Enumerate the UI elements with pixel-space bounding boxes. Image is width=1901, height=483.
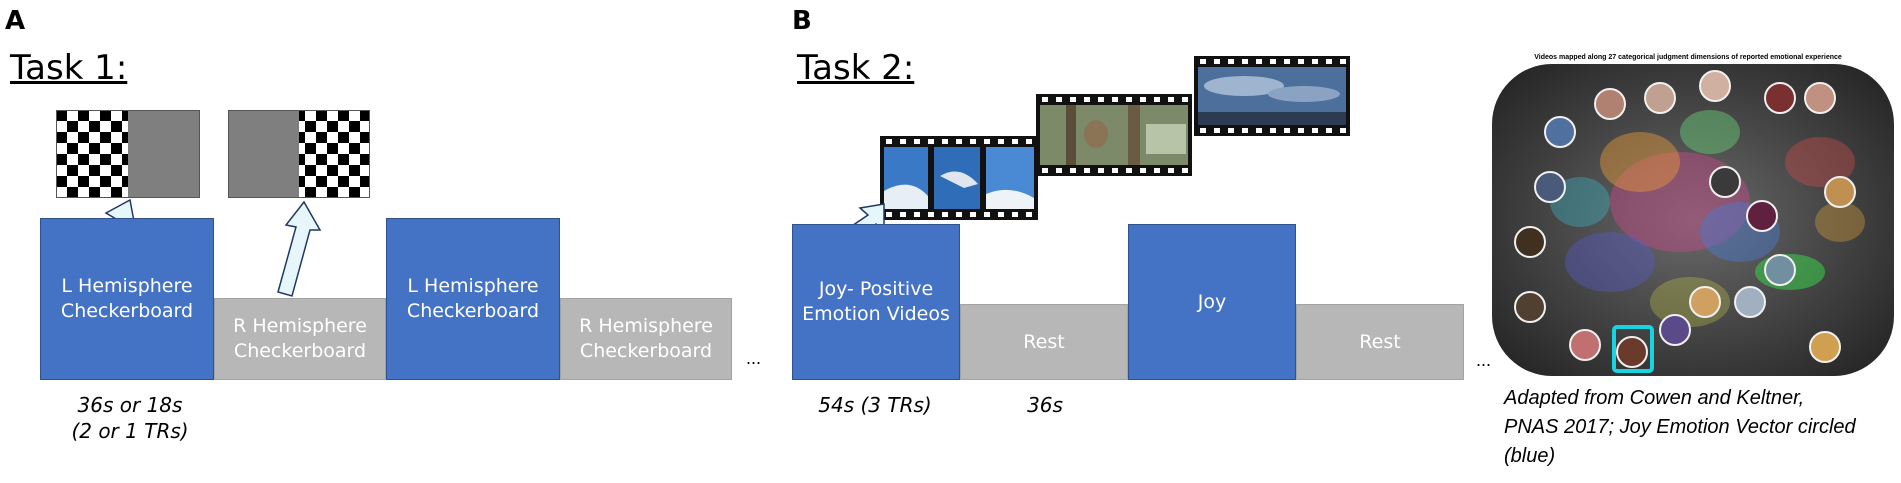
right-hemifield-checkerboard [228,110,370,198]
task-block-joy-videos: Joy- Positive Emotion Videos [792,224,960,380]
block-label: L Hemisphere Checkerboard [406,275,540,322]
film-strip-sloth [1036,94,1192,176]
figure-caption: Adapted from Cowen and Keltner, PNAS 201… [1504,387,1856,467]
film-strip-whale [880,136,1038,220]
emotion-map-image [1492,64,1894,376]
block-label: Rest [1359,330,1401,353]
video-block-duration: 54s (3 TRs) [818,393,932,417]
rest-block: Rest [1296,304,1464,380]
block-duration: 36s or 18s (2 or 1 TRs) [71,393,189,443]
panel-label-a: A [5,6,26,36]
task-block-r-hemisphere: R Hemisphere Checkerboard [214,298,386,380]
film-strip-sky [1194,56,1350,136]
block-label: L Hemisphere Checkerboard [60,275,194,322]
continuation-ellipsis: ... [1476,350,1492,370]
arrow-icon [277,200,322,297]
rest-block: Rest [960,304,1128,380]
task-1-title: Task 1: [10,48,128,88]
emotion-map-title: Videos mapped along 27 categorical judgm… [1534,54,1842,61]
panel-label-b: B [792,6,812,36]
task-block-joy: Joy [1128,224,1296,380]
task-block-r-hemisphere: R Hemisphere Checkerboard [560,298,732,380]
continuation-ellipsis: ... [746,348,762,368]
task-block-l-hemisphere: L Hemisphere Checkerboard [40,218,214,380]
block-label: Rest [1023,330,1065,353]
block-label: Joy- Positive Emotion Videos [802,278,950,325]
left-hemifield-checkerboard [56,110,200,198]
task-block-l-hemisphere: L Hemisphere Checkerboard [386,218,560,380]
rest-block-duration: 36s [1027,393,1063,417]
block-label: R Hemisphere Checkerboard [233,315,367,362]
task-2-title: Task 2: [797,48,915,88]
block-label: R Hemisphere Checkerboard [579,315,713,362]
block-label: Joy [1197,290,1227,313]
